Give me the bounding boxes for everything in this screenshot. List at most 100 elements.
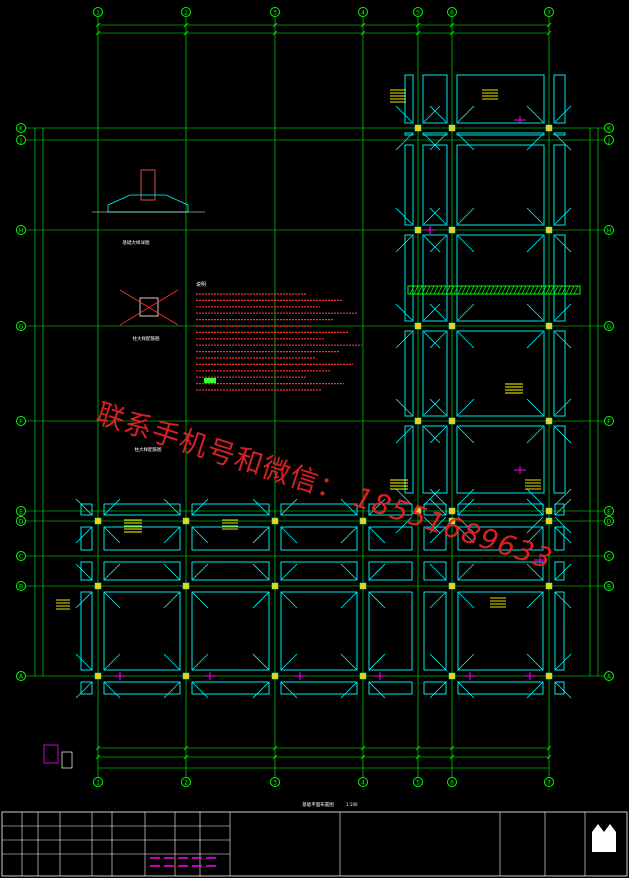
column-section bbox=[139, 297, 159, 317]
footing-diagonal bbox=[252, 498, 298, 544]
column-node bbox=[545, 322, 553, 330]
rebar-mark bbox=[294, 672, 306, 680]
foundation-cell bbox=[553, 132, 566, 136]
axis-bubble-bottom bbox=[93, 777, 103, 787]
axis-bubble-left bbox=[16, 321, 26, 331]
hatch-stroke bbox=[565, 285, 571, 295]
foundation-cell bbox=[103, 561, 181, 581]
column-node bbox=[182, 582, 190, 590]
hatch-stroke bbox=[537, 285, 543, 295]
hatch-stroke bbox=[433, 285, 439, 295]
axis-bubble-top bbox=[447, 7, 457, 17]
dimension-tick bbox=[546, 22, 552, 28]
column-node bbox=[182, 517, 190, 525]
axis-label-right: H bbox=[607, 227, 612, 234]
axis-label-top: 1 bbox=[96, 10, 100, 17]
axis-label-right: E bbox=[607, 508, 611, 515]
axis-bubble-left bbox=[16, 671, 26, 681]
foundation-cell bbox=[80, 681, 93, 695]
footing-diagonal bbox=[429, 207, 475, 253]
detail-caption-2: 柱大样配筋图 bbox=[133, 335, 160, 342]
axis-label-top: 6 bbox=[450, 10, 454, 17]
axis-label-bottom: 1 bbox=[96, 780, 100, 787]
axis-label-left: B bbox=[19, 583, 23, 590]
axis-label-top: 3 bbox=[273, 10, 277, 17]
footing-diagonal bbox=[340, 653, 386, 699]
hatch-stroke bbox=[509, 285, 515, 295]
foundation-cell bbox=[191, 681, 270, 695]
axis-bubble-right bbox=[604, 551, 614, 561]
foundation-cell bbox=[80, 561, 93, 581]
axis-label-left: A bbox=[19, 673, 24, 680]
hatch-stroke bbox=[417, 285, 423, 295]
hatch-stroke bbox=[449, 285, 455, 295]
footing-diagonal bbox=[395, 105, 441, 151]
hatch-stroke bbox=[533, 285, 539, 295]
column-cross bbox=[119, 289, 179, 326]
foundation-cell bbox=[554, 681, 565, 695]
foundation-cell bbox=[422, 234, 448, 322]
hatch-stroke bbox=[461, 285, 467, 295]
foundation-cell bbox=[280, 681, 358, 695]
foundation-cell bbox=[368, 503, 413, 516]
column-node bbox=[359, 517, 367, 525]
footing-diagonal bbox=[526, 653, 572, 699]
footing-diagonal bbox=[526, 398, 572, 444]
rebar-mark bbox=[374, 672, 386, 680]
axis-bubble-left bbox=[16, 123, 26, 133]
axis-label-bottom: 5 bbox=[416, 780, 420, 787]
pedestal-outline bbox=[140, 169, 156, 201]
axis-label-left: F bbox=[19, 418, 23, 425]
column-node bbox=[448, 322, 456, 330]
axis-label-right: G bbox=[607, 323, 612, 330]
detail-caption-1: 基础大样详图 bbox=[123, 239, 150, 246]
dimension-tick bbox=[272, 22, 278, 28]
hatch-stroke bbox=[489, 285, 495, 295]
column-node bbox=[94, 582, 102, 590]
foundation-cell bbox=[456, 234, 545, 322]
dimension-tick bbox=[95, 745, 101, 751]
foundation-cell bbox=[456, 330, 545, 417]
footing-diagonal bbox=[252, 563, 298, 609]
footing-diagonal bbox=[252, 653, 298, 699]
column-node bbox=[359, 582, 367, 590]
dimension-tick bbox=[449, 30, 455, 36]
hatch-stroke bbox=[425, 285, 431, 295]
axis-label-right: F bbox=[607, 418, 611, 425]
column-node bbox=[448, 417, 456, 425]
footing-diagonal bbox=[75, 498, 121, 544]
hatch-stroke bbox=[481, 285, 487, 295]
footing-diagonal bbox=[340, 498, 386, 544]
rebar-mark bbox=[464, 672, 476, 680]
dimension-tick bbox=[95, 22, 101, 28]
hatch-stroke bbox=[501, 285, 507, 295]
column-node bbox=[448, 124, 456, 132]
footing-diagonal bbox=[395, 303, 441, 349]
axis-bubble-top bbox=[413, 7, 423, 17]
small-detail-2 bbox=[61, 751, 73, 769]
hatch-stroke bbox=[485, 285, 491, 295]
dimension-tick bbox=[415, 30, 421, 36]
hatch-stroke bbox=[545, 285, 551, 295]
dimension-tick bbox=[415, 745, 421, 751]
axis-bubble-right bbox=[604, 516, 614, 526]
footing-diagonal bbox=[395, 488, 441, 534]
footing-diagonal bbox=[395, 398, 441, 444]
foundation-cell bbox=[457, 681, 544, 695]
foundation-cell bbox=[191, 503, 270, 516]
foundation-cell bbox=[553, 234, 566, 322]
axis-label-right: B bbox=[607, 583, 611, 590]
footing-diagonal bbox=[75, 653, 121, 699]
hatch-stroke bbox=[549, 285, 555, 295]
footing-diagonal bbox=[526, 563, 572, 609]
hatch-stroke bbox=[441, 285, 447, 295]
hatch-stroke bbox=[477, 285, 483, 295]
rebar-mark bbox=[534, 556, 546, 564]
rebar-mark bbox=[424, 226, 436, 234]
foundation-cell bbox=[554, 503, 565, 516]
axis-label-bottom: 2 bbox=[184, 780, 188, 787]
hatch-stroke bbox=[445, 285, 451, 295]
axis-label-top: 4 bbox=[361, 10, 365, 17]
rebar-mark bbox=[514, 116, 526, 124]
dimension-tick bbox=[415, 754, 421, 760]
